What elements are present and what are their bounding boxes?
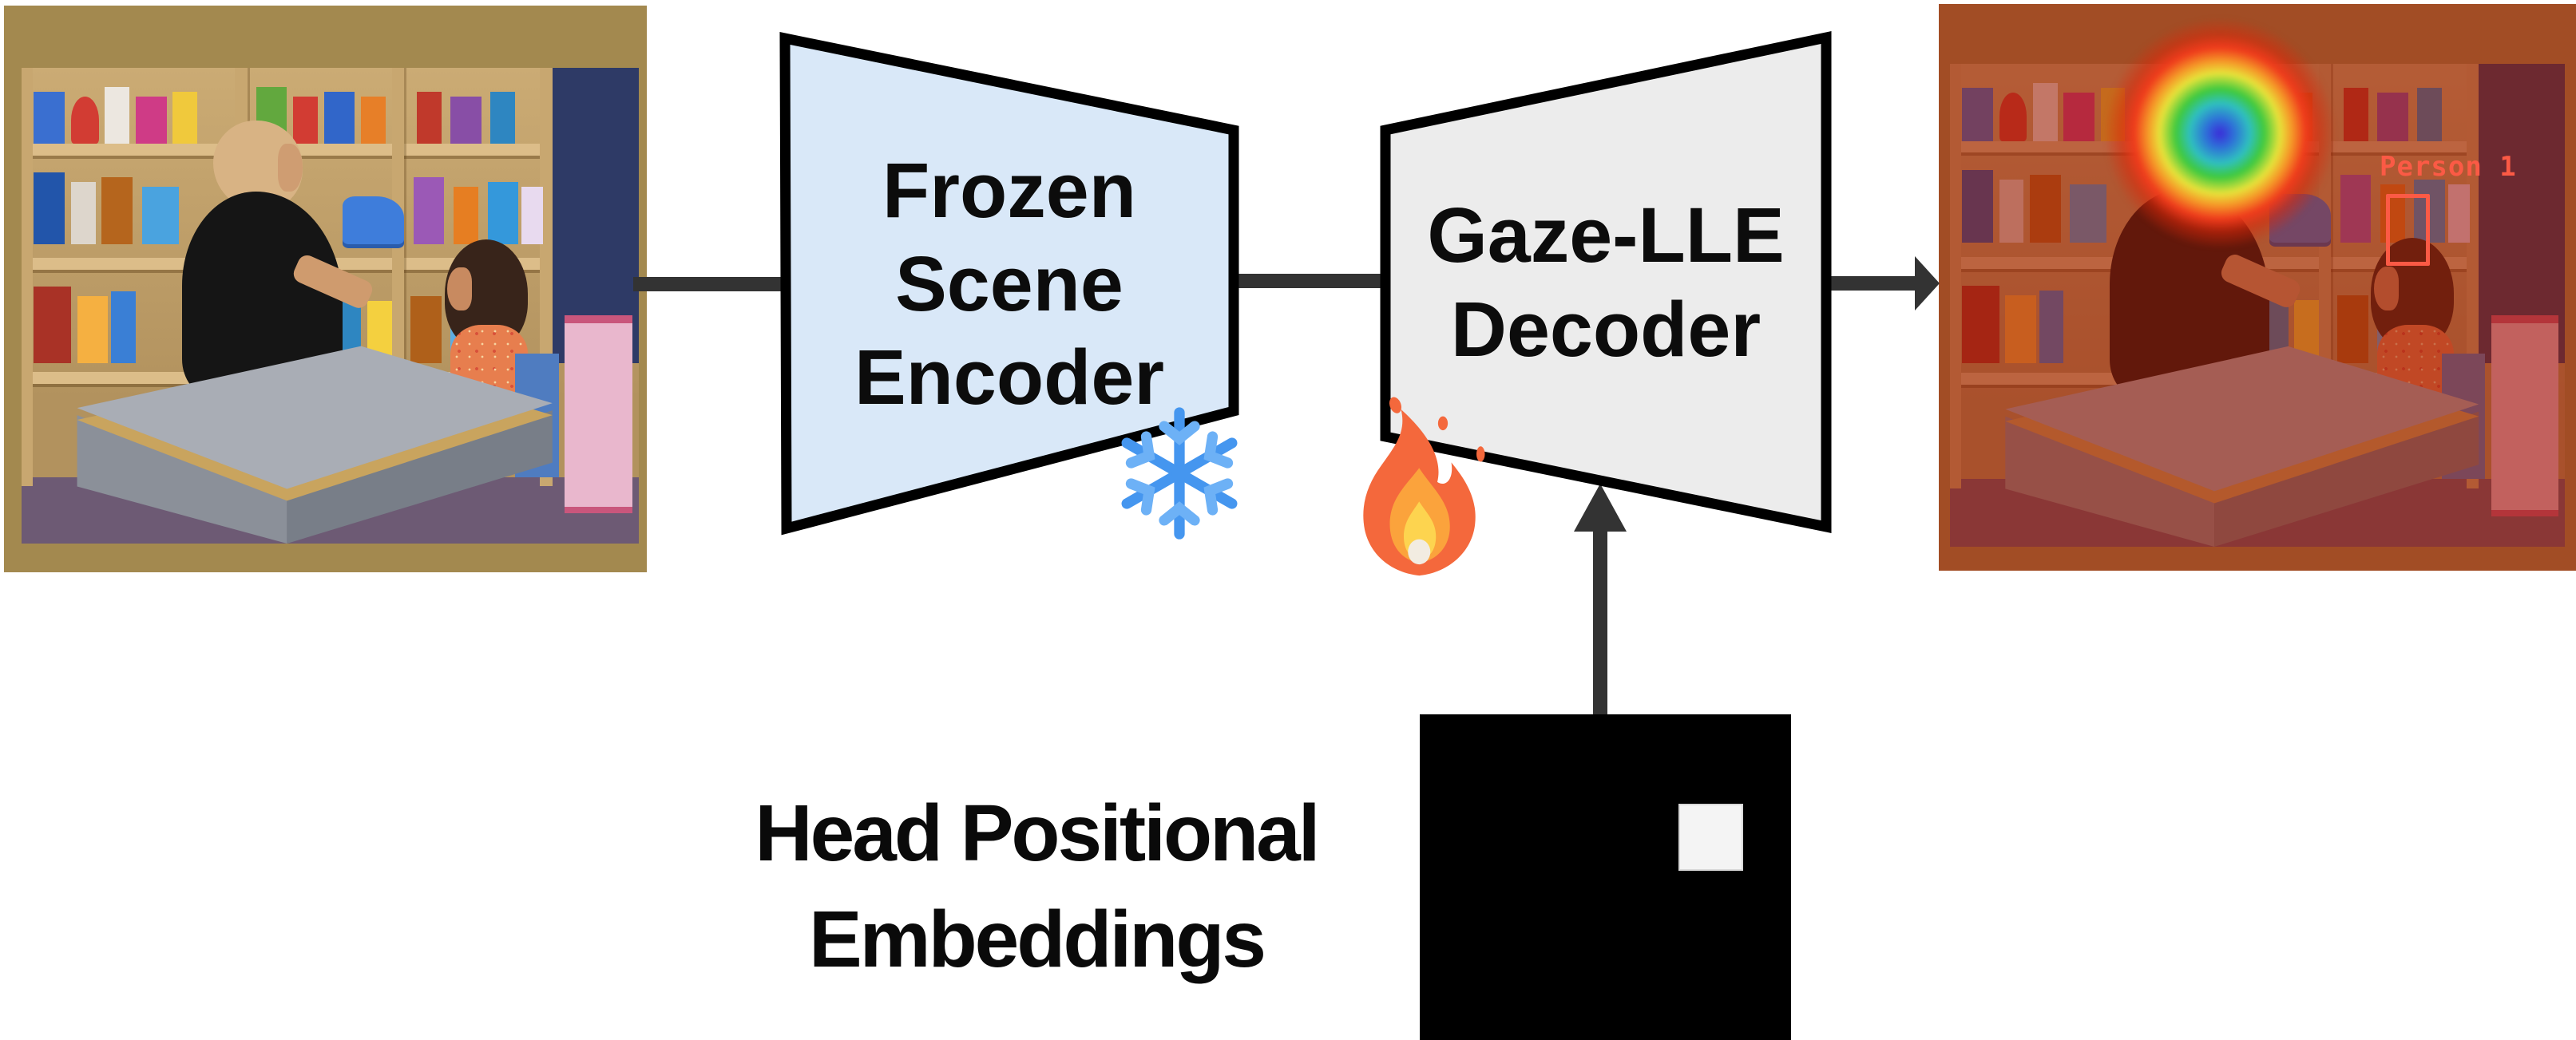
decoder-label-line2: Decoder	[1450, 285, 1762, 373]
arrow-embeddings-to-decoder-head	[1574, 484, 1627, 532]
toy	[70, 182, 96, 244]
toy	[323, 91, 355, 144]
person-bounding-box	[2386, 194, 2430, 266]
girl-dress	[450, 324, 528, 397]
toy	[293, 96, 319, 144]
toy	[141, 187, 180, 244]
toy	[413, 177, 445, 244]
head-position-cell	[1678, 804, 1743, 871]
person-label: Person 1	[2380, 151, 2517, 183]
snowflake-icon	[1121, 407, 1238, 540]
scene-photo	[22, 68, 639, 544]
toy	[105, 86, 130, 144]
toy-kitchen	[565, 314, 633, 514]
encoder-label: Frozen Scene Encoder	[785, 38, 1234, 528]
input-scene-image	[4, 6, 647, 572]
arrow-decoder-to-output-head	[1915, 256, 1940, 310]
toy	[70, 96, 99, 144]
toy	[416, 91, 442, 144]
decoder-label: Gaze-LLE Decoder	[1385, 38, 1826, 527]
toy	[361, 96, 386, 144]
toy	[172, 91, 198, 144]
fire-icon	[1363, 397, 1485, 576]
toy	[77, 296, 109, 363]
toy	[101, 177, 133, 244]
girl-face	[447, 267, 473, 310]
toy	[454, 187, 478, 244]
hpe-label-line2: Embeddings	[808, 895, 1266, 984]
shelf-divider	[22, 68, 33, 487]
toy	[34, 287, 71, 363]
gaze-heatmap	[2104, 18, 2336, 249]
encoder-label-line1: Frozen	[882, 146, 1136, 234]
toy	[410, 296, 442, 363]
head-positional-embeddings-label: Head Positional Embeddings	[717, 781, 1356, 993]
toy	[34, 172, 65, 244]
toy	[487, 182, 519, 244]
toy-truck	[342, 196, 405, 244]
frozen-scene-encoder-block	[779, 32, 1239, 536]
toy	[111, 291, 136, 363]
encoder-label-line2: Scene	[895, 239, 1124, 327]
toy	[490, 91, 516, 144]
hpe-label-line1: Head Positional	[755, 789, 1320, 878]
toy	[450, 96, 482, 144]
dark-corner	[552, 68, 639, 363]
gaze-lle-decoder-block	[1380, 30, 1832, 533]
encoder-label-line3: Encoder	[854, 333, 1165, 421]
toy	[521, 187, 544, 244]
woman-face	[277, 144, 303, 192]
decoder-label-line1: Gaze-LLE	[1427, 191, 1785, 279]
head-position-map	[1420, 714, 1791, 1040]
gaze-prediction-output-image: Person 1	[1939, 4, 2576, 571]
toy	[34, 91, 65, 144]
toy	[136, 96, 167, 144]
